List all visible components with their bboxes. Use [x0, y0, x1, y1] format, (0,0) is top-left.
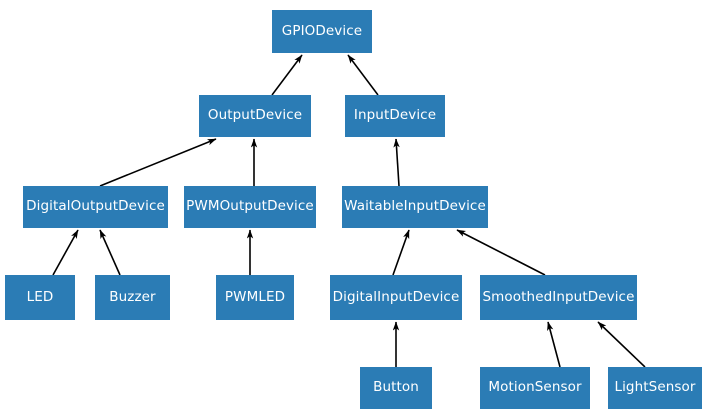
class-node-label: DigitalOutputDevice: [26, 198, 165, 215]
class-node-pwmled[interactable]: PWMLED: [216, 275, 294, 320]
class-node-label: DigitalInputDevice: [332, 288, 460, 305]
class-node-label: SmoothedInputDevice: [482, 288, 635, 305]
class-node-digitaloutputdevice[interactable]: DigitalOutputDevice: [23, 186, 168, 228]
class-node-smoothedinputdevice[interactable]: SmoothedInputDevice: [480, 275, 637, 320]
class-node-button[interactable]: Button: [360, 367, 432, 409]
class-node-motionsensor[interactable]: MotionSensor: [480, 367, 590, 409]
class-node-label: PWMOutputDevice: [186, 198, 314, 215]
class-node-label: PWMLED: [224, 288, 286, 305]
class-node-label: MotionSensor: [488, 379, 582, 396]
class-node-label: LightSensor: [614, 379, 696, 396]
class-node-label: Button: [373, 379, 419, 396]
class-node-waitableinputdevice[interactable]: WaitableInputDevice: [342, 186, 488, 228]
class-node-led[interactable]: LED: [5, 275, 75, 320]
class-node-inputdevice[interactable]: InputDevice: [345, 95, 445, 137]
class-node-label: LED: [26, 288, 54, 305]
class-node-label: OutputDevice: [207, 107, 303, 124]
class-node-label: InputDevice: [353, 107, 437, 124]
class-node-label: WaitableInputDevice: [344, 198, 486, 215]
class-node-buzzer[interactable]: Buzzer: [95, 275, 170, 320]
class-node-pwmoutputdevice[interactable]: PWMOutputDevice: [184, 186, 316, 228]
class-node-label: GPIODevice: [281, 22, 363, 39]
class-node-gpiodevice[interactable]: GPIODevice: [272, 10, 372, 53]
class-node-outputdevice[interactable]: OutputDevice: [199, 95, 311, 137]
class-node-digitalinputdevice[interactable]: DigitalInputDevice: [330, 275, 462, 320]
class-node-label: Buzzer: [109, 288, 156, 305]
class-node-lightsensor[interactable]: LightSensor: [608, 367, 702, 409]
